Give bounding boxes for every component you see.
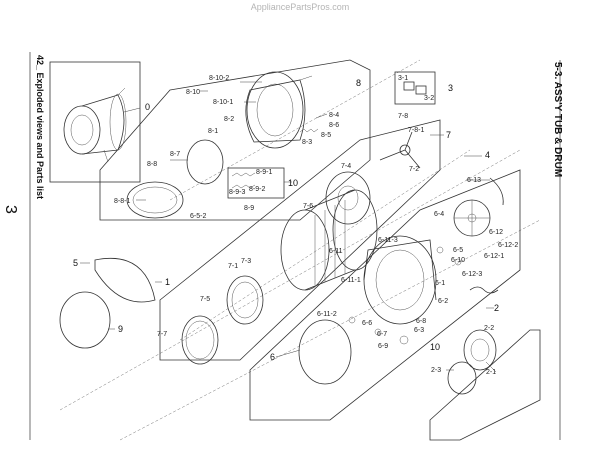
part-3-brackets [403,81,427,95]
callout-1: 1 [165,277,170,287]
callout-7-5: 7-5 [200,296,210,303]
callout-2-1: 2-1 [486,369,496,376]
callout-8-10: 8-10 [186,89,200,96]
part-8-5-spring [299,128,319,133]
group-box-10 [227,167,285,199]
part-6-fasteners [348,246,462,345]
callout-8: 8 [356,78,361,88]
callout-10-b: 10 [430,342,440,352]
callout-3-1: 3-1 [398,75,408,82]
callout-6-3: 6-3 [414,327,424,334]
callout-5: 5 [73,258,78,268]
callout-8-10-2: 8-10-2 [209,75,229,82]
leader-lines [80,81,497,373]
callout-2-2: 2-2 [484,325,494,332]
part-6-4-pulley [453,199,491,237]
margin-mark: 3 [2,205,19,214]
callout-6-10: 6-10 [451,257,465,264]
callout-8-5: 8-5 [321,132,331,139]
part-1-counterweight [94,258,156,303]
callout-10-a: 10 [288,178,298,188]
part-7-drum [280,189,378,291]
callout-0: 0 [145,102,150,112]
group-box-0 [49,61,141,183]
callout-6-12-3: 6-12-3 [462,271,482,278]
callout-2: 2 [494,303,499,313]
part-6-13-belt [489,177,504,206]
callout-6-12-1: 6-12-1 [484,253,504,260]
part-8-9-springs [231,172,256,189]
callout-8-9: 8-9 [244,205,254,212]
part-2-motor [447,329,497,395]
callout-6-5: 6-5 [453,247,463,254]
callout-6-12-2: 6-12-2 [498,242,518,249]
callout-8-3: 8-3 [302,139,312,146]
callout-6-4: 6-4 [434,211,444,218]
callout-6-11: 6-11 [329,248,343,255]
callout-4: 4 [485,150,490,160]
callout-6-5-2: 6-5-2 [190,213,206,220]
callout-8-1: 8-1 [208,128,218,135]
callout-6-11-2: 6-11-2 [317,311,337,318]
callouts: 0 8 8-10-2 8-10 8-10-1 8-1 8-2 8-3 8-4 8… [73,75,518,376]
callout-8-10-1: 8-10-1 [213,99,233,106]
callout-8-6: 8-6 [329,122,339,129]
callout-8-2: 8-2 [224,116,234,123]
callout-7-3: 7-3 [241,258,251,265]
callout-6-2: 6-2 [438,298,448,305]
group-box-2 [429,329,541,441]
part-6-rear-tub [363,235,437,325]
callout-6-7: 6-7 [377,331,387,338]
part-8-8-gasket [126,181,184,219]
callout-6-6: 6-6 [362,320,372,327]
watermark: AppliancePartsPros.com [250,2,350,12]
callout-6-9: 6-9 [378,343,388,350]
callout-6-11-3: 6-11-3 [378,237,398,244]
callout-6-11-1: 6-11-1 [341,277,361,284]
callout-6-13: 6-13 [467,177,481,184]
callout-8-8-1: 8-8-1 [114,198,130,205]
group-box-8 [99,59,371,221]
part-7-4-back-plate [325,171,371,225]
callout-7-8: 7-8 [398,113,408,120]
callout-7-6: 7-6 [303,203,313,210]
callout-7-1: 7-1 [228,263,238,270]
part-8-7-glass [186,139,224,185]
callout-2-3: 2-3 [431,367,441,374]
part-7-2-spider [379,131,421,169]
callout-8-9-1: 8-9-1 [256,169,272,176]
callout-7-4: 7-4 [341,163,351,170]
part-9-ring [59,291,111,349]
callout-3: 3 [448,83,453,93]
callout-9: 9 [118,324,123,334]
callout-8-8: 8-8 [147,161,157,168]
callout-3-2: 3-2 [424,95,434,102]
group-box-6 [249,169,521,421]
group-box-7 [159,119,441,361]
callout-7-7: 7-7 [157,331,167,338]
assembly-axes [59,59,541,441]
group-box-3 [394,71,436,105]
callout-7-8-1: 7-8-1 [408,127,424,134]
section-title: 5-3. ASS'Y TUB & DRUM [552,62,563,177]
callout-8-4: 8-4 [329,112,339,119]
callout-8-9-2: 8-9-2 [249,186,265,193]
callout-8-7: 8-7 [170,151,180,158]
callout-6-1: 6-1 [435,280,445,287]
part-7-1-ring [226,275,264,325]
callout-7-2: 7-2 [409,166,419,173]
page-footer: 42_ Exploded views and Parts list [35,55,45,199]
callout-8-9-3: 8-9-3 [229,189,245,196]
callout-6-12: 6-12 [489,229,503,236]
part-6-9-gasket [298,319,352,385]
part-7-7-ring [181,315,219,365]
part-6-12-hose [469,286,499,294]
part-8-front-tub [245,71,313,149]
callout-6-8: 6-8 [416,318,426,325]
part-0-assembly [63,87,127,163]
callout-6: 6 [270,352,275,362]
callout-7: 7 [446,130,451,140]
